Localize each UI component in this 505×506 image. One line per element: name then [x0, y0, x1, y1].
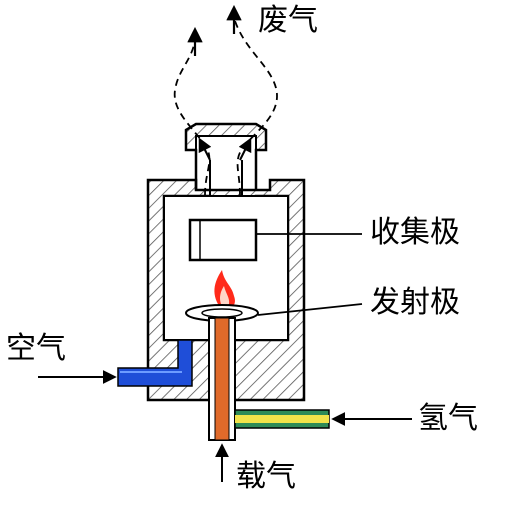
air-tube: [117, 339, 193, 387]
chimney-arrow-right: [238, 137, 252, 161]
hydrogen-tube: [234, 409, 330, 429]
exhaust-curve-right: [233, 17, 278, 196]
air-label: 空气: [6, 331, 66, 366]
carrier-gas-label: 载气: [236, 459, 296, 494]
carrier-gas-tube: [208, 317, 236, 441]
emitter-label: 发射极: [370, 285, 460, 320]
chimney-arrow-left: [198, 137, 212, 161]
chimney-cap-hatch: [185, 123, 267, 151]
flame: [214, 270, 235, 310]
exhaust-label: 废气: [258, 3, 318, 38]
collector-label: 收集极: [370, 215, 460, 250]
exhaust-flow: [173, 17, 278, 196]
collector-electrode: [188, 218, 258, 262]
exhaust-curve-left: [173, 39, 211, 196]
emitter-leader-line: [257, 303, 363, 316]
hydrogen-label: 氢气: [418, 401, 478, 436]
